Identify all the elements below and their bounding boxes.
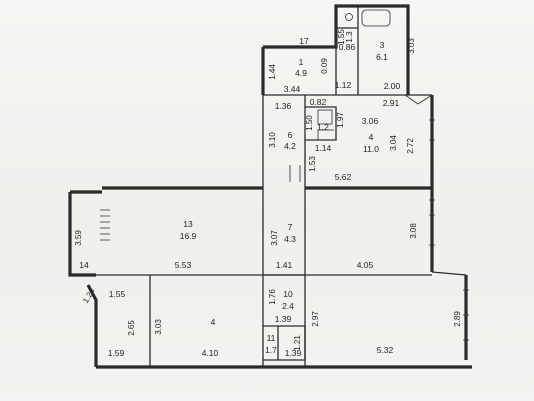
- room-4-number: 4: [369, 132, 374, 142]
- room-11-number: 11: [267, 333, 276, 343]
- dim-310: 3.10: [268, 132, 277, 148]
- room-10-area: 2.4: [282, 301, 294, 311]
- dim-150: 1.50: [305, 115, 314, 131]
- dim-009: 0.09: [320, 58, 329, 74]
- interior-walls: [96, 6, 467, 367]
- dimension-labels: 17 1.12 3.44 2.00 2.91 1.36 0.82 3.06 1.…: [108, 36, 401, 358]
- dim-289: 2.89: [453, 311, 462, 327]
- room-bottom-left-number: 4: [211, 317, 216, 327]
- dim-155-b: 1.55: [109, 289, 126, 299]
- dim-272: 2.72: [406, 138, 415, 154]
- dim-303-left: 3.03: [154, 319, 163, 335]
- dim-139-a: 1.39: [275, 314, 292, 324]
- room-labels: 1 4.9 0.86 3 6.1 4 11.0 1.2 6 4.2 7 4.3 …: [79, 40, 388, 355]
- dim-303-top: 3.03: [407, 38, 416, 54]
- dim-306: 3.06: [362, 116, 379, 126]
- stove-icon: [317, 109, 333, 125]
- dimension-labels-vertical: 1.55 1.3 0.09 3.03 1.44 1.50 1.97 3.10 3…: [74, 29, 462, 351]
- dim-159: 1.59: [108, 348, 125, 358]
- outer-walls: [68, 4, 472, 369]
- dim-13: 1.3: [345, 31, 354, 43]
- room-5-area: 1.2: [317, 122, 329, 132]
- dim-553: 5.53: [175, 260, 192, 270]
- room-13-area: 16.9: [180, 231, 197, 241]
- dim-17: 17: [299, 36, 309, 46]
- dim-562: 5.62: [335, 172, 352, 182]
- dim-112: 1.12: [335, 80, 352, 90]
- dim-265: 2.65: [127, 320, 136, 336]
- room-6-area: 4.2: [284, 141, 296, 151]
- room-11-area: 1.7: [265, 345, 277, 355]
- dim-297: 2.97: [311, 311, 320, 327]
- room-14-number: 14: [79, 260, 89, 270]
- dim-304: 3.04: [389, 135, 398, 151]
- room-7-number: 7: [288, 222, 293, 232]
- room-1-area: 4.9: [295, 68, 307, 78]
- dim-139-b: 1.39: [285, 348, 302, 358]
- window-marks: [429, 119, 435, 246]
- bathtub-icon: [361, 9, 391, 27]
- dim-200: 2.00: [384, 81, 401, 91]
- dim-359: 3.59: [74, 230, 83, 246]
- room-1-number: 1: [299, 57, 304, 67]
- room-10-number: 10: [283, 289, 293, 299]
- toilet-icon: [345, 13, 353, 21]
- dim-410: 4.10: [202, 348, 219, 358]
- room-7-area: 4.3: [284, 234, 296, 244]
- dim-307: 3.07: [270, 230, 279, 246]
- dim-344: 3.44: [284, 84, 301, 94]
- dim-114: 1.14: [315, 143, 332, 153]
- window-marks-east: [463, 289, 469, 341]
- corridor-lines: [289, 165, 301, 182]
- room-3-number: 3: [380, 40, 385, 50]
- dim-121: 1.21: [293, 335, 302, 351]
- kitchen-counter: [317, 129, 334, 140]
- dim-405: 4.05: [357, 260, 374, 270]
- dim-153: 1.53: [308, 156, 317, 172]
- dim-291: 2.91: [383, 98, 400, 108]
- dim-308: 3.08: [409, 223, 418, 239]
- room-4-area: 11.0: [363, 144, 379, 154]
- room-13-number: 13: [183, 219, 193, 229]
- fixtures: [100, 9, 469, 341]
- dim-197: 1.97: [336, 112, 345, 128]
- dim-532: 5.32: [377, 345, 394, 355]
- dim-155: 1.55: [337, 29, 346, 45]
- room-2-area: 0.86: [339, 42, 356, 52]
- dim-082: 0.82: [310, 97, 327, 107]
- room-3-area: 6.1: [376, 52, 388, 62]
- dim-136: 1.36: [275, 101, 292, 111]
- dim-141: 1.41: [276, 260, 293, 270]
- door-swing: [404, 94, 433, 105]
- stairs-hatching: [100, 209, 110, 241]
- room-6-number: 6: [288, 130, 293, 140]
- dim-144: 1.44: [268, 64, 277, 80]
- dim-176: 1.76: [268, 289, 277, 305]
